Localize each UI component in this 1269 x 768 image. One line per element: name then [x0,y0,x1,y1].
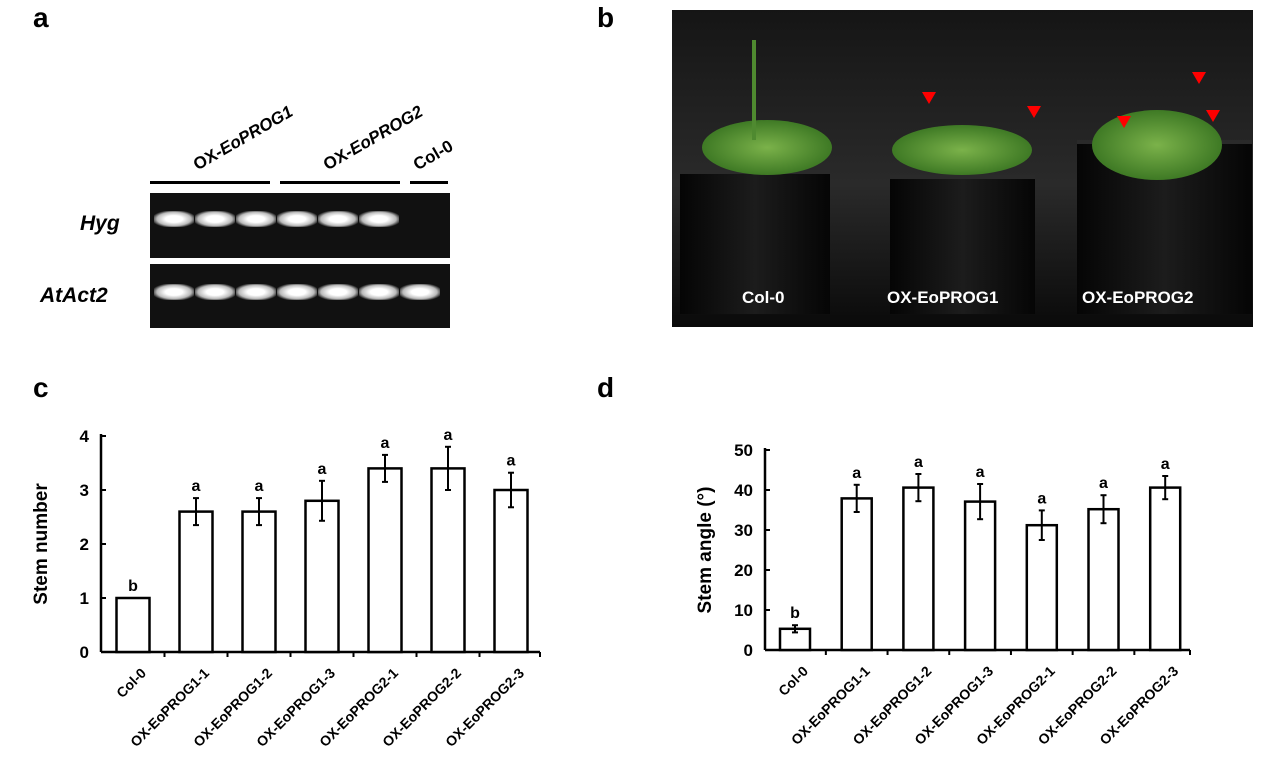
gel-band [236,211,276,227]
y-tick-label: 0 [744,641,753,660]
significance-letter: b [128,578,138,595]
red-arrow-icon [1192,72,1206,84]
red-arrow-icon [1117,116,1131,128]
y-tick-label: 50 [734,441,753,460]
significance-letter: a [976,464,985,481]
bar [304,499,340,654]
y-tick-label: 0 [80,643,89,662]
red-arrow-icon [922,92,936,104]
y-tick-label: 4 [80,427,90,446]
group-line-3 [410,181,448,184]
gel-band [195,211,235,227]
significance-letter: a [381,435,390,452]
bar [493,488,529,654]
significance-letter: a [1161,456,1170,473]
gel-band [277,284,317,300]
y-tick-label: 2 [80,535,89,554]
significance-letter: a [1099,475,1108,492]
rosette-ox1 [892,125,1032,175]
significance-letter: a [192,478,201,495]
gel-band [236,284,276,300]
rosette-ox2 [1092,110,1222,180]
y-axis-label: Stem angle (°) [695,487,716,614]
gel-image-atact2 [150,264,450,328]
bar [840,497,873,652]
gel-band [359,284,399,300]
x-tick-label: Col-0 [775,663,811,699]
group-line-2 [280,181,400,184]
photo-label-col0: Col-0 [742,288,785,307]
gel-band [195,284,235,300]
gel-image-hyg [150,193,450,258]
bar [178,510,214,654]
photo-label-ox1: OX-EoPROG1 [887,288,999,307]
gel-band [154,284,194,300]
panel-label-a: a [33,2,49,33]
photo-label-ox2: OX-EoPROG2 [1082,288,1194,307]
bar [1087,507,1120,652]
bar [367,467,403,654]
gel-band [318,284,358,300]
bar [115,596,151,654]
bar [1025,523,1059,652]
gel-row-label-hyg: Hyg [80,212,120,235]
y-tick-label: 20 [734,561,753,580]
significance-letter: a [1037,490,1046,507]
rosette-col0 [702,120,832,175]
significance-letter: a [852,465,861,482]
gel-row-label-atact2: AtAct2 [40,284,108,307]
panel-label-d: d [597,372,615,403]
y-tick-label: 40 [734,481,753,500]
y-tick-label: 3 [80,481,89,500]
bar [241,510,277,654]
x-tick-label: Col-0 [113,665,149,701]
pot-ox1 [890,175,1035,314]
y-tick-label: 30 [734,521,753,540]
gel-band [400,284,440,300]
group-line-1 [150,181,270,184]
gel-band [318,211,358,227]
bar [430,467,466,654]
red-arrow-icon [1206,110,1220,122]
plant-photo: Col-0 OX-EoPROG1 OX-EoPROG2 [672,10,1253,327]
panel-label-b: b [597,2,615,33]
significance-letter: a [507,453,516,470]
gel-band [359,211,399,227]
significance-letter: a [318,461,327,478]
significance-letter: a [444,427,453,444]
bar [1148,486,1182,652]
bar [902,486,935,652]
gel-band [277,211,317,227]
panel-label-c: c [33,372,49,403]
y-axis-label: Stem number [31,483,52,605]
y-tick-label: 1 [80,589,89,608]
y-tick-label: 10 [734,601,753,620]
significance-letter: b [790,605,800,622]
bar [963,500,997,652]
red-arrow-icon [1027,106,1041,118]
gel-band [154,211,194,227]
stem-col0 [752,40,756,140]
significance-letter: a [914,454,923,471]
significance-letter: a [255,478,264,495]
